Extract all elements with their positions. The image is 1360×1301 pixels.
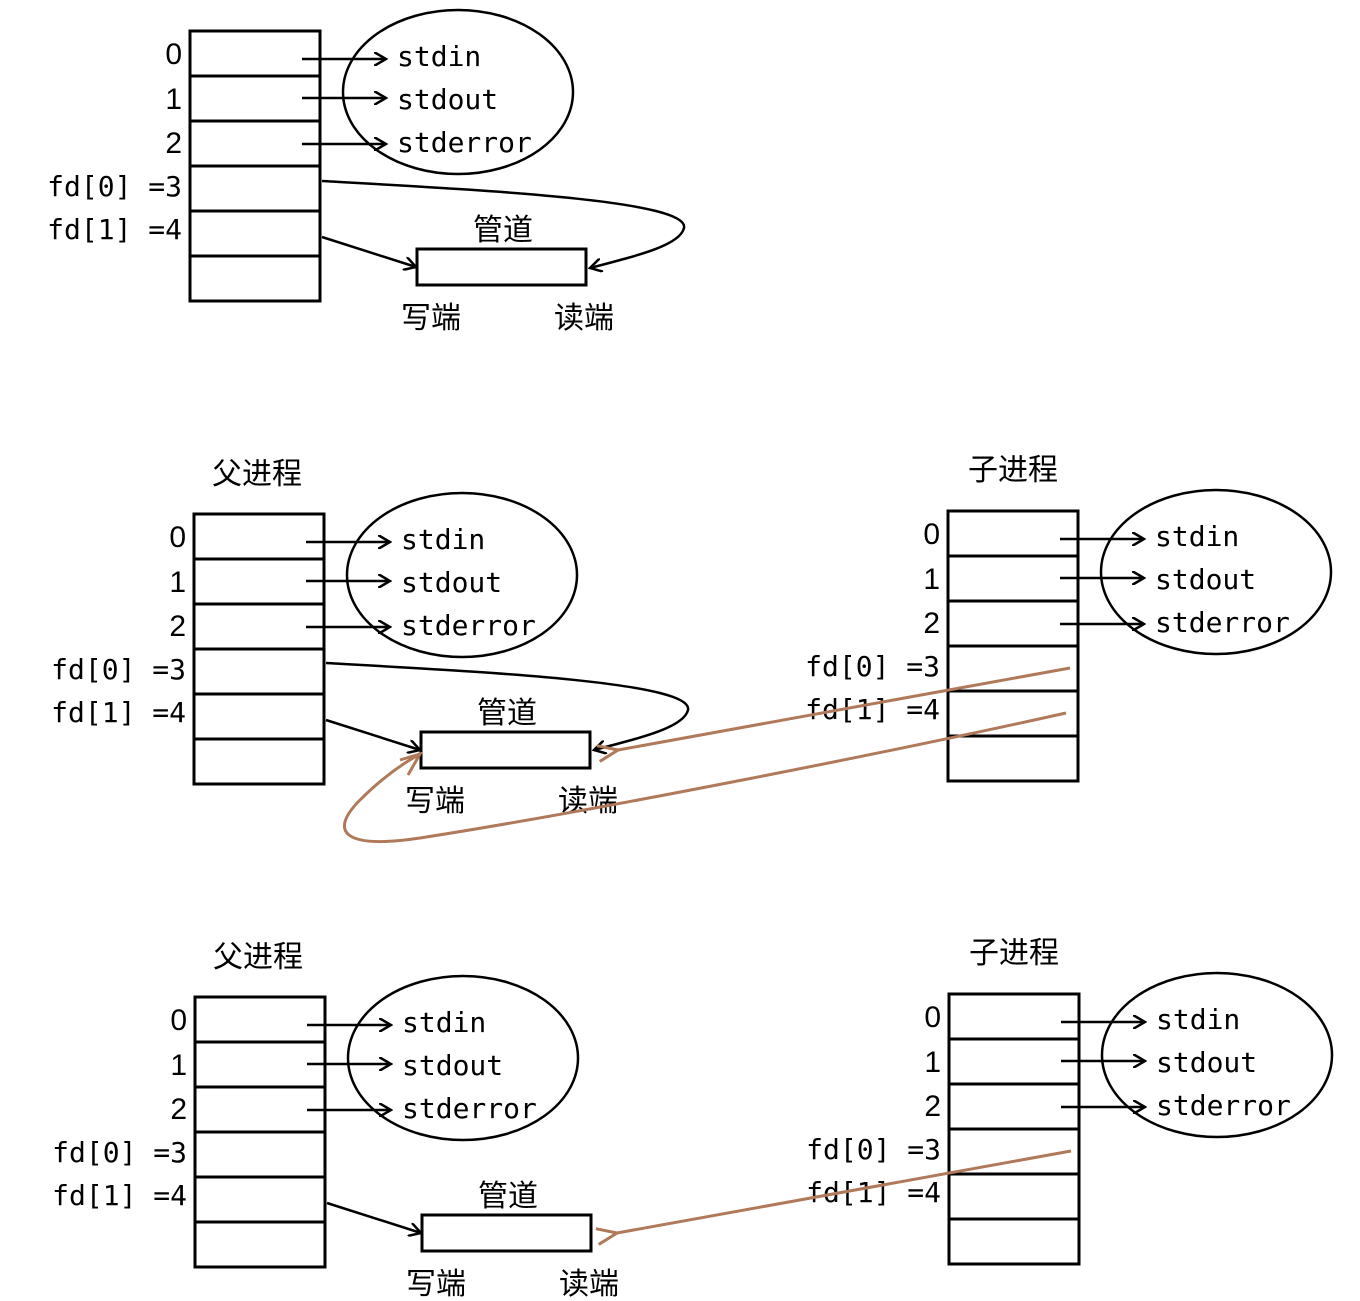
child-fd-label-0: 0 [924, 1001, 941, 1034]
stream-stdout: stdout [397, 83, 498, 116]
pipe-write-end-label: 写端 [406, 1267, 466, 1301]
parent-fd-label-2: 2 [169, 610, 186, 643]
parent-stream-stdout: stdout [401, 566, 502, 599]
arrow-fd3-to-read-end [321, 179, 686, 268]
child-stream-stdin: stdin [1156, 1003, 1240, 1036]
parent-fd-label-4: fd[1] =4 [52, 1179, 187, 1212]
fd-label-3: fd[0] =3 [47, 170, 182, 203]
parent-arrow-fd4-to-write-end [326, 1201, 421, 1233]
parent-fd-label-0: 0 [169, 521, 186, 554]
child-stream-stderror: stderror [1156, 1089, 1291, 1122]
pipe-box [415, 247, 588, 287]
child-stream-stdout: stdout [1155, 563, 1256, 596]
pipe-write-end-label: 写端 [401, 301, 461, 336]
panel-after-close: 父进程 0 1 2 fd[0] =3 fd[1] =4 stdin stdout… [52, 936, 1334, 1301]
parent-stream-stdin: stdin [401, 523, 485, 556]
parent-fd-label-4: fd[1] =4 [51, 696, 186, 729]
child-arrow-fd4-head [399, 751, 424, 776]
parent-arrow-fd4-to-write-end [325, 718, 420, 750]
parent-fd-label-3: fd[0] =3 [51, 653, 186, 686]
child-std-streams-ellipse [1099, 488, 1333, 656]
parent-process-title: 父进程 [213, 940, 303, 975]
parent-stream-stdin: stdin [402, 1006, 486, 1039]
child-fd-label-3: fd[0] =3 [805, 650, 940, 683]
std-streams-ellipse [341, 8, 575, 176]
child-stream-stdin: stdin [1155, 520, 1239, 553]
child-stream-stderror: stderror [1155, 606, 1290, 639]
fd-label-2: 2 [165, 127, 182, 160]
fd-label-0: 0 [165, 38, 182, 71]
parent-stream-stderror: stderror [401, 609, 536, 642]
child-arrow-fd3-to-read-end [618, 666, 1071, 750]
parent-process-title: 父进程 [212, 457, 302, 492]
fd-label-1: 1 [165, 83, 182, 116]
child-process-title: 子进程 [968, 453, 1058, 488]
child-std-streams-ellipse [1100, 971, 1334, 1139]
pipe-read-end-label: 读端 [554, 301, 614, 336]
pipe-read-end-label: 读端 [559, 1267, 619, 1301]
panel-before-fork: 0 1 2 fd[0] =3 fd[1] =4 stdin stdout std… [47, 8, 686, 336]
child-stream-stdout: stdout [1156, 1046, 1257, 1079]
child-fd-table [947, 992, 1081, 1266]
parent-std-streams-ellipse [345, 491, 579, 659]
parent-fd-label-3: fd[0] =3 [52, 1136, 187, 1169]
child-fd-label-4: fd[1] =4 [805, 693, 940, 726]
child-process-title: 子进程 [969, 936, 1059, 971]
child-fd-label-4: fd[1] =4 [806, 1176, 941, 1209]
parent-fd-label-2: 2 [170, 1093, 187, 1126]
stream-stdin: stdin [397, 40, 481, 73]
parent-std-streams-ellipse [346, 974, 580, 1142]
child-fd-label-1: 1 [924, 1046, 941, 1079]
pipe-title: 管道 [477, 696, 537, 731]
child-fd-label-0: 0 [923, 518, 940, 551]
panel-after-fork: 父进程 0 1 2 fd[0] =3 fd[1] =4 stdin stdout… [51, 453, 1333, 843]
parent-stream-stderror: stderror [402, 1092, 537, 1125]
parent-fd-label-1: 1 [169, 566, 186, 599]
child-fd-table [946, 509, 1080, 783]
arrow-fd4-to-write-end [321, 235, 416, 267]
pipe-title: 管道 [473, 213, 533, 248]
child-fd-label-2: 2 [924, 1090, 941, 1123]
child-fd-label-2: 2 [923, 607, 940, 640]
parent-arrow-fd3-to-read-end [325, 661, 690, 750]
child-arrow-fd3-to-read-end [617, 1149, 1072, 1233]
parent-fd-label-0: 0 [170, 1004, 187, 1037]
parent-fd-table [193, 995, 327, 1269]
fd-table [188, 29, 322, 303]
child-arrow-fd4-to-write-end [343, 711, 1067, 843]
parent-fd-label-1: 1 [170, 1049, 187, 1082]
parent-fd-table [192, 512, 326, 786]
pipe-title: 管道 [478, 1179, 538, 1214]
stream-stderror: stderror [397, 126, 532, 159]
child-fd-label-3: fd[0] =3 [806, 1133, 941, 1166]
pipe-box [420, 1213, 593, 1253]
pipe-box [419, 730, 592, 770]
fd-label-4: fd[1] =4 [47, 213, 182, 246]
parent-stream-stdout: stdout [402, 1049, 503, 1082]
pipe-write-end-label: 写端 [405, 784, 465, 819]
child-fd-label-1: 1 [923, 563, 940, 596]
